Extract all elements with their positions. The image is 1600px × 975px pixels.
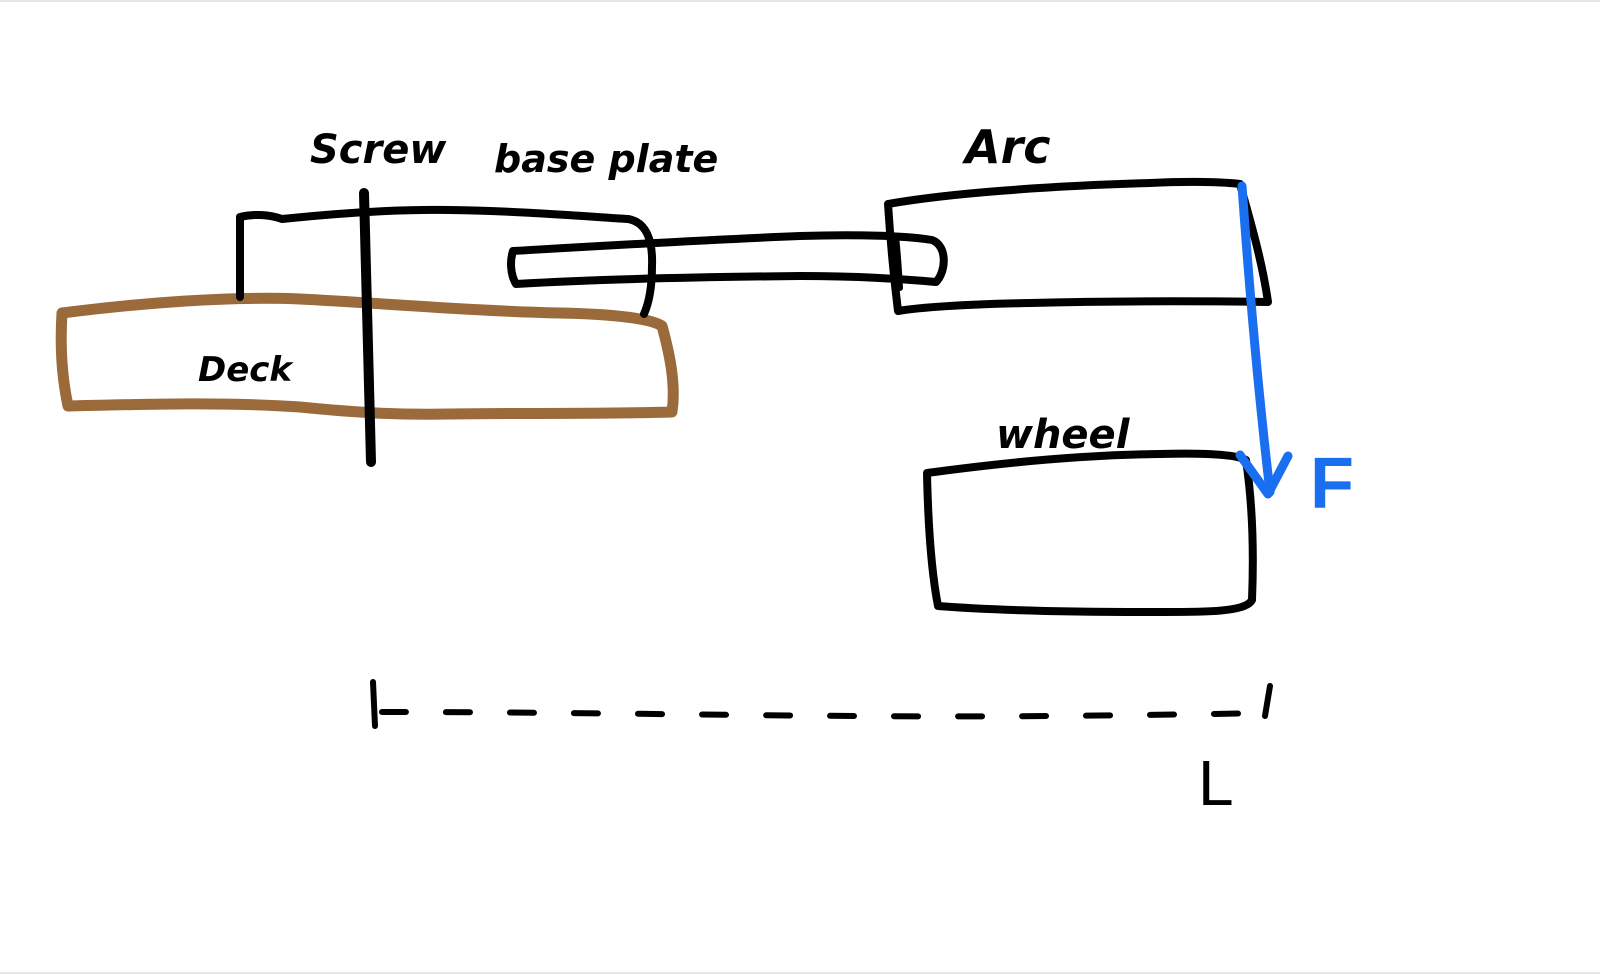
force-arrow-head <box>1235 450 1293 499</box>
label-length: L <box>1198 747 1234 819</box>
arc-outline <box>884 177 1272 315</box>
screw-line <box>359 188 376 467</box>
force-arrow-shaft <box>1237 181 1275 497</box>
label-arc: Arc <box>962 120 1051 174</box>
arc-inner-edge <box>893 233 903 291</box>
length-start-tick <box>370 679 378 729</box>
length-end-tick <box>1262 683 1273 719</box>
label-deck: Deck <box>198 350 294 390</box>
label-screw: Screw <box>310 127 447 173</box>
length-dimension-line <box>379 709 1265 720</box>
connecting-rod <box>507 231 948 288</box>
label-base-plate: base plate <box>494 137 718 181</box>
deck-outline <box>55 292 679 420</box>
label-force: F <box>1310 444 1354 524</box>
base-plate-outline <box>236 205 657 318</box>
wheel-outline <box>923 449 1257 617</box>
label-wheel: wheel <box>996 412 1131 458</box>
